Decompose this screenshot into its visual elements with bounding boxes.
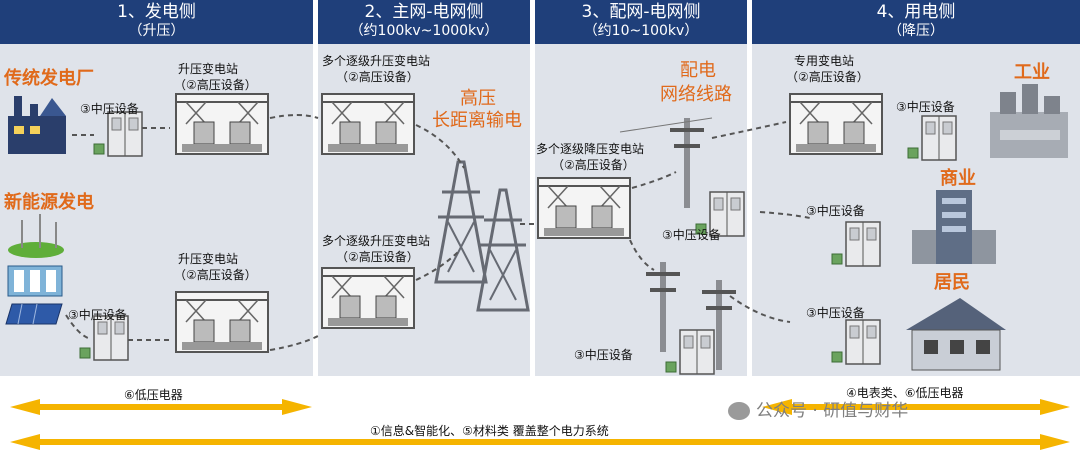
long-distance-label-line2: 长距离输电 [432,110,522,131]
utility-pole-icon [646,262,680,352]
switchgear-icon [665,329,715,375]
substation-icon [321,267,415,329]
low-voltage-arrow [10,399,312,415]
hv-equipment-label: （②高压设备） [552,158,635,172]
mv-equipment-label: ③中压设备 [806,306,865,320]
new-energy-label: 新能源发电 [4,192,94,213]
switchgear-icon [831,319,881,365]
panel-consumption: 4、用电侧 （降压） [752,0,1080,376]
wind-turbine-icon [8,214,64,258]
wechat-icon [728,402,750,420]
hv-equipment-label: （②高压设备） [174,268,257,282]
substation-icon [789,93,883,155]
panel-title: 2、主网-电网侧 [364,2,484,22]
substation-icon [175,291,269,353]
hv-equipment-label: （②高压设备） [786,70,869,84]
factory-icon [990,84,1068,158]
mv-equipment-label: ③中压设备 [806,204,865,218]
substation-icon [175,93,269,155]
step-up-station-label: 升压变电站 [178,62,239,76]
panel-subtitle: （约10~100kv） [583,23,699,39]
meters-arrow [762,399,1070,415]
whole-system-arrow-label: ①信息&智能化、⑤材料类 覆盖整个电力系统 [370,424,609,438]
commerce-label: 商业 [940,168,976,189]
dedicated-station-label: 专用变电站 [794,54,855,68]
panel-distribution-grid: 3、配网-电网侧 （约10~100kv） [535,0,747,376]
switchgear-icon [831,221,881,267]
multi-step-down-label: 多个逐级降压变电站 [536,142,645,156]
low-voltage-arrow-label: ⑥低压电器 [124,388,183,402]
watermark: 公众号 · 研值与财华 [728,396,908,421]
hydro-dam-icon [7,265,63,297]
step-up-station-label: 升压变电站 [178,252,239,266]
panel-subtitle: （升压） [128,23,185,39]
whole-system-arrow [10,434,1070,450]
solar-panel-icon [5,303,63,325]
multi-step-up-label: 多个逐级升压变电站 [322,54,431,68]
transmission-tower-icon [476,188,530,312]
panel-title: 3、配网-电网侧 [581,2,701,22]
panel-header: 2、主网-电网侧 （约100kv~1000kv） [318,0,530,44]
traditional-plant-label: 传统发电厂 [4,68,94,89]
distribution-lines-label-line1: 配电 [680,60,716,81]
distribution-lines-label-line2: 网络线路 [660,84,732,105]
mv-equipment-label: ③中压设备 [662,228,721,242]
switchgear-icon [93,111,143,157]
panel-subtitle: （约100kv~1000kv） [349,23,499,39]
multi-step-up-label: 多个逐级升压变电站 [322,234,431,248]
hv-equipment-label: （②高压设备） [336,70,419,84]
house-icon [906,298,1006,371]
utility-pole-icon [670,118,704,208]
panel-header: 4、用电侧 （降压） [752,0,1080,44]
industry-label: 工业 [1014,62,1050,83]
panel-subtitle: （降压） [888,23,944,39]
hv-equipment-label: （②高压设备） [174,78,257,92]
substation-icon [537,177,631,239]
meters-arrow-label: ④电表类、⑥低压电器 [846,386,964,400]
panel-title: 4、用电侧 [876,2,956,22]
panel-header: 1、发电侧 （升压） [0,0,313,44]
coal-plant-icon [8,96,66,154]
mv-equipment-label: ③中压设备 [80,102,139,116]
switchgear-icon [907,115,957,161]
mv-equipment-label: ③中压设备 [68,308,127,322]
residential-label: 居民 [934,272,970,293]
long-distance-label-line1: 高压 [460,88,496,109]
mv-equipment-label: ③中压设备 [574,348,633,362]
watermark-text: 公众号 · 研值与财华 [756,401,909,421]
panel-header: 3、配网-电网侧 （约10~100kv） [535,0,747,44]
office-building-icon [912,190,996,264]
panel-title: 1、发电侧 [117,2,196,22]
hv-equipment-label: （②高压设备） [336,250,419,264]
substation-icon [321,93,415,155]
mv-equipment-label: ③中压设备 [896,100,955,114]
